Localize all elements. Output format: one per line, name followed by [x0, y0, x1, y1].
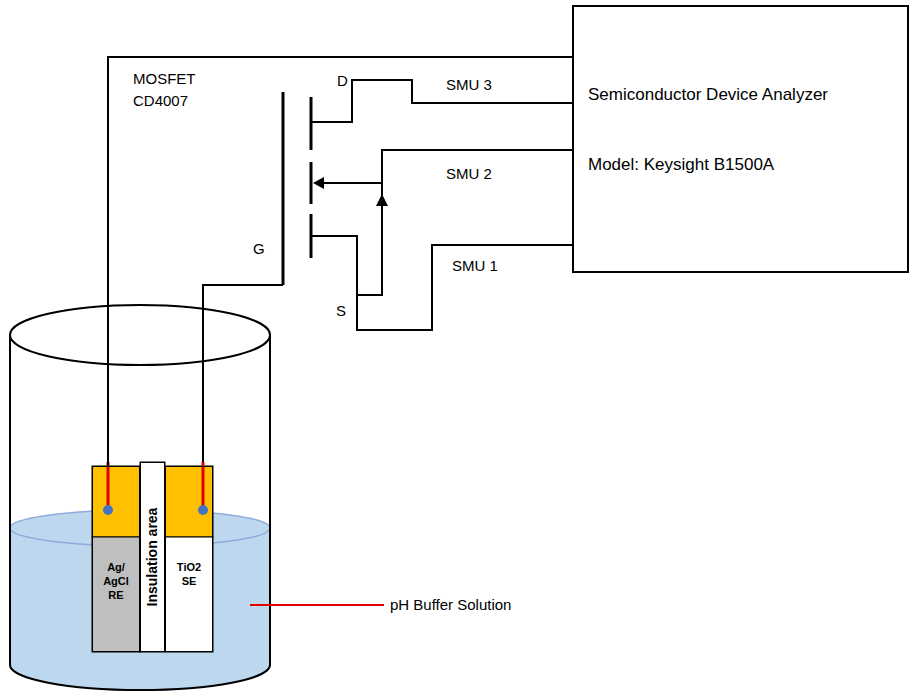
solution-name: pH Buffer Solution: [390, 594, 511, 616]
drain-wire: [311, 80, 572, 122]
electrode-cap: [92, 466, 140, 537]
channel-segment: [310, 162, 313, 204]
source-wire: [311, 236, 572, 330]
analyzer-box: Semiconductor Device AnalyzerModel: Keys…: [572, 5, 909, 273]
channel-segment: [310, 97, 313, 150]
instrument-name: Semiconductor Device Analyzer: [588, 85, 893, 105]
sensing-electrode-body: [165, 537, 213, 652]
reference-electrode-body: [92, 537, 140, 652]
contact-dot: [198, 505, 208, 515]
contact-dot: [103, 505, 113, 515]
substrate-arrowhead: [376, 194, 388, 206]
connector-wire: [108, 57, 572, 466]
model-name: Model: Keysight B1500A: [588, 155, 893, 175]
electrode-name: Ag/ AgCl RE: [98, 561, 134, 602]
body-arrowhead: [313, 177, 324, 189]
gate-plate: [282, 92, 285, 285]
insulation-strip-fill: [140, 462, 165, 652]
channel-name: SMU 3: [446, 74, 492, 96]
insulation-name: Insulation area: [146, 508, 160, 607]
channel-name: SMU 2: [446, 163, 492, 185]
leader-line: [250, 604, 384, 606]
reference-electrode: Ag/ AgCl RE: [92, 466, 140, 652]
pin-name: S: [336, 300, 346, 322]
electrode-name: TiO2 SE: [171, 561, 207, 589]
body-arrow-line: [323, 182, 382, 184]
red-lead-wire: [202, 462, 205, 510]
pin-name: D: [337, 70, 348, 92]
gate-wire: [203, 285, 283, 462]
red-lead-wire: [107, 462, 110, 510]
channel-name: SMU 1: [452, 255, 498, 277]
beaker-wall: [10, 335, 270, 690]
substrate-wire: [357, 150, 572, 295]
insulation-strip: Insulation area: [140, 462, 165, 652]
part-name: MOSFET CD4007: [133, 68, 213, 112]
pin-name: G: [253, 238, 265, 260]
sensing-electrode: TiO2 SE: [165, 466, 213, 652]
electrode-cap: [165, 466, 213, 537]
beaker-rim: [10, 305, 270, 365]
